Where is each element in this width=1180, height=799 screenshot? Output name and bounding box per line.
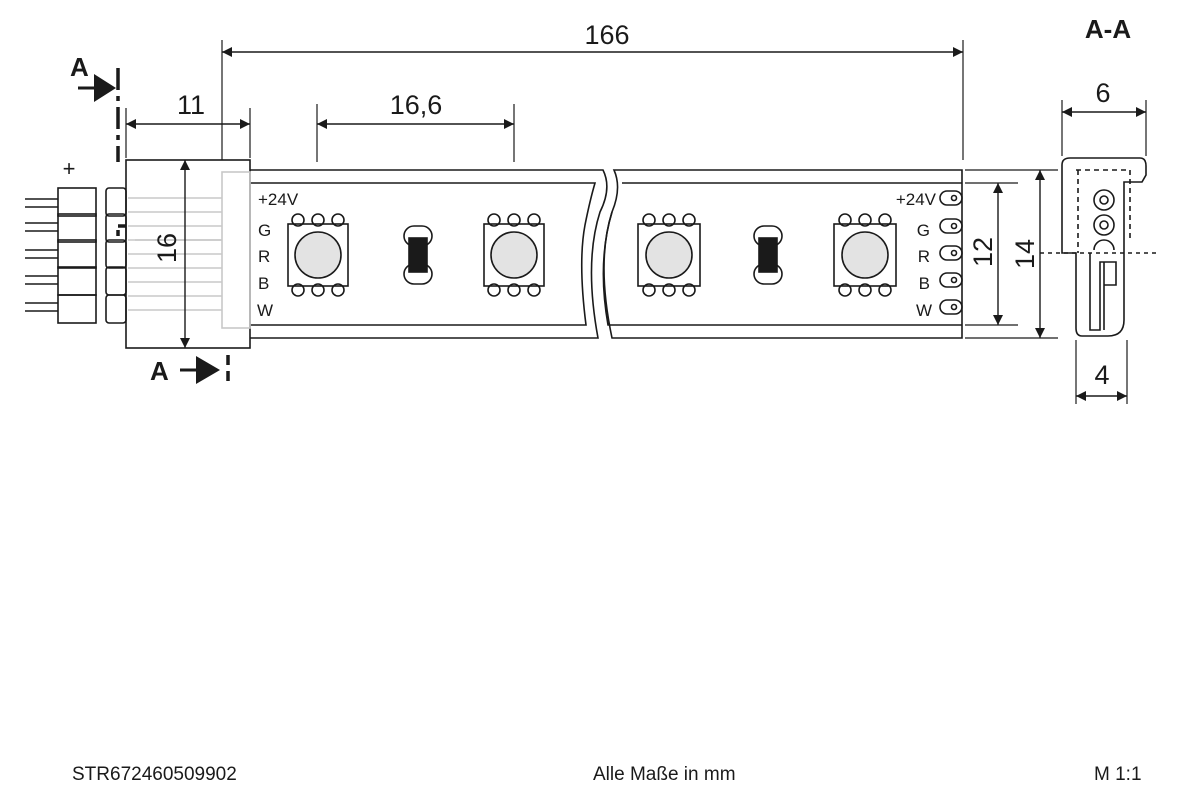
pin-label-left-r: R xyxy=(258,247,270,266)
pin-label-left-24v: +24V xyxy=(258,190,299,209)
extension-lines xyxy=(125,40,1147,404)
polarity-plus: + xyxy=(63,156,76,181)
connector-housing xyxy=(125,159,251,349)
led-chip-1 xyxy=(287,213,349,297)
section-line-a xyxy=(116,68,230,383)
scale-note: M 1:1 xyxy=(1094,764,1142,785)
units-note: Alle Maße in mm xyxy=(593,764,736,785)
dim-connector-length: 11 xyxy=(177,90,205,120)
dim-strip-inner-width: 12 xyxy=(968,237,998,267)
resistor-2 xyxy=(753,225,783,285)
dim-led-pitch: 16,6 xyxy=(390,90,443,120)
section-marker-bottom: A xyxy=(150,356,169,386)
dimension-lines xyxy=(126,47,1146,401)
section-view xyxy=(1040,157,1160,337)
dim-section-height: 4 xyxy=(1094,360,1109,390)
led-strip-body xyxy=(250,169,963,339)
pin-label-right-r: R xyxy=(918,247,930,266)
section-title: A-A xyxy=(1085,14,1131,44)
pin-label-right-24v: +24V xyxy=(896,190,937,209)
section-arrows xyxy=(78,74,220,384)
resistor-1 xyxy=(403,225,433,285)
dim-connector-height: 16 xyxy=(152,233,182,263)
article-number: STR672460509902 xyxy=(72,764,237,785)
dim-total-length: 166 xyxy=(584,20,629,50)
pin-label-left-g: G xyxy=(258,221,271,240)
led-chip-4 xyxy=(833,213,897,297)
led-chip-2 xyxy=(483,213,545,297)
dim-strip-width: 14 xyxy=(1010,239,1040,269)
strip-end-pads xyxy=(939,190,963,315)
pin-label-right-b: B xyxy=(919,274,930,293)
dim-section-width: 6 xyxy=(1095,78,1110,108)
connector-pins xyxy=(25,187,127,324)
pin-label-left-w: W xyxy=(257,301,273,320)
pin-label-right-g: G xyxy=(917,221,930,240)
pin-label-left-b: B xyxy=(258,274,269,293)
led-chip-3 xyxy=(637,213,701,297)
pin-label-right-w: W xyxy=(916,301,932,320)
section-marker-top: A xyxy=(70,52,89,82)
